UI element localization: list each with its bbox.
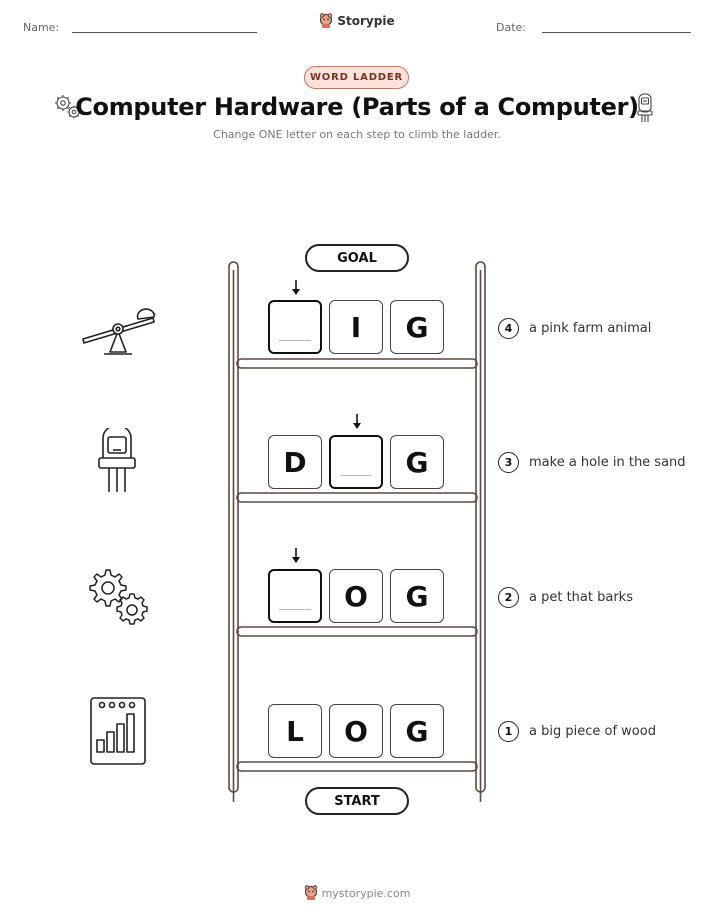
footer: mystorypie.com <box>0 885 714 901</box>
letter-tile-blank[interactable] <box>268 569 322 623</box>
letter-tile: G <box>390 704 444 758</box>
letter-tile: I <box>329 300 383 354</box>
small-chip-icon <box>637 93 653 122</box>
ladder <box>228 261 486 802</box>
letter-tile: D <box>268 435 322 489</box>
down-arrow-icon <box>292 280 300 295</box>
clue-text: a pet that barks <box>529 590 633 605</box>
name-label: Name: <box>23 21 60 34</box>
clue-3: 3 make a hole in the sand <box>498 452 686 473</box>
gears-icon <box>89 569 148 625</box>
clue-number: 3 <box>498 452 519 473</box>
clue-text: a big piece of wood <box>529 724 656 739</box>
down-arrow-icon <box>353 414 361 429</box>
letter-tile-blank[interactable] <box>329 435 383 489</box>
clue-text: a pink farm animal <box>529 321 652 336</box>
down-arrow-icon <box>292 548 300 563</box>
brand: Storypie <box>0 13 714 29</box>
clue-1: 1 a big piece of wood <box>498 721 656 742</box>
letter-tile: G <box>390 435 444 489</box>
page-title: Computer Hardware (Parts of a Computer) <box>75 93 639 121</box>
letter-tile: O <box>329 569 383 623</box>
goal-label: GOAL <box>305 244 409 272</box>
seesaw-icon <box>82 308 156 355</box>
clue-number: 1 <box>498 721 519 742</box>
clue-number: 4 <box>498 318 519 339</box>
word-ladder-badge: WORD LADDER <box>304 66 409 89</box>
bar-chart-icon <box>90 697 146 765</box>
small-gears-icon <box>55 95 81 119</box>
storypie-logo-icon <box>304 885 317 900</box>
letter-tile: L <box>268 704 322 758</box>
clue-4: 4 a pink farm animal <box>498 318 651 339</box>
letter-tile: G <box>390 300 444 354</box>
letter-tile: O <box>329 704 383 758</box>
letter-tile: G <box>390 569 444 623</box>
start-label: START <box>305 787 409 815</box>
clue-number: 2 <box>498 587 519 608</box>
letter-tile-blank[interactable] <box>268 300 322 354</box>
clue-text: make a hole in the sand <box>529 455 686 470</box>
storypie-logo-icon <box>320 13 333 28</box>
chip-icon <box>98 428 136 492</box>
clue-2: 2 a pet that barks <box>498 587 633 608</box>
instructions: Change ONE letter on each step to climb … <box>213 128 501 141</box>
date-label: Date: <box>496 21 526 34</box>
date-line[interactable] <box>542 32 691 33</box>
footer-url[interactable]: mystorypie.com <box>321 886 411 900</box>
brand-name: Storypie <box>337 14 395 28</box>
name-line[interactable] <box>72 32 257 33</box>
